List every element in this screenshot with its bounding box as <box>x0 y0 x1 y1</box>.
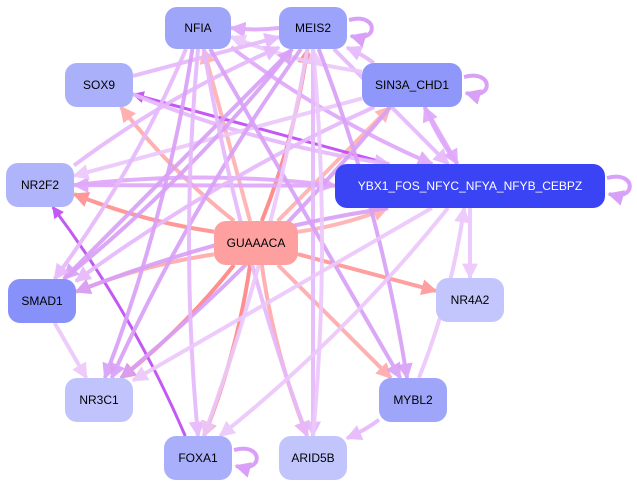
node-box <box>279 7 347 49</box>
node-nfia[interactable]: NFIA <box>165 7 231 49</box>
edge-ybx1-to-nr2f2 <box>72 177 336 194</box>
edge-nr2f2-to-meis2 <box>72 45 281 168</box>
node-arid5b[interactable]: ARID5B <box>279 436 347 480</box>
edge-guaaaca-to-mybl2 <box>276 263 393 380</box>
edge-meis2-to-smad1 <box>62 47 294 281</box>
node-sox9[interactable]: SOX9 <box>65 63 133 107</box>
node-box <box>279 436 347 480</box>
edge-smad1-to-meis2 <box>62 47 294 281</box>
edge-nfia-to-smad1 <box>52 48 188 281</box>
node-box <box>65 63 133 107</box>
node-meis2[interactable]: MEIS2 <box>279 7 347 49</box>
node-label: SIN3A_CHD1 <box>375 78 449 92</box>
edge-meis2-to-nfia <box>229 21 280 38</box>
edge-guaaaca-to-arid5b <box>259 264 310 438</box>
edge-mybl2-to-arid5b <box>345 418 381 441</box>
edge-smad1-to-nr3c1 <box>52 322 89 380</box>
edge-arid5b-to-meis2 <box>306 47 324 437</box>
edge-nfia-to-foxa1 <box>187 48 205 438</box>
node-sin3a_chd1[interactable]: SIN3A_CHD1 <box>362 63 462 107</box>
self-loop-meis2 <box>348 16 374 48</box>
edge-ybx1-to-sin3a_chd1 <box>422 105 459 166</box>
node-ybx1[interactable]: YBX1_FOS_NFYC_NFYA_NFYB_CEBPZ <box>335 164 605 208</box>
node-label: MEIS2 <box>295 21 331 35</box>
node-label: SMAD1 <box>21 294 63 308</box>
edge-sin3a_chd1-to-smad1 <box>74 105 376 283</box>
node-box <box>214 221 298 265</box>
node-label: NR2F2 <box>21 178 59 192</box>
node-label: ARID5B <box>291 451 334 465</box>
node-label: NR4A2 <box>451 293 490 307</box>
node-label: FOXA1 <box>178 451 218 465</box>
node-box <box>362 63 462 107</box>
node-label: MYBL2 <box>393 393 433 407</box>
node-label: GUAAACA <box>227 236 286 250</box>
node-box <box>65 378 133 422</box>
node-mybl2[interactable]: MYBL2 <box>379 378 447 422</box>
node-nr2f2[interactable]: NR2F2 <box>6 163 74 207</box>
edge-nfia-to-ybx1 <box>229 45 434 166</box>
edge-meis2-to-nr3c1 <box>109 47 303 380</box>
edge-nfia-to-nr3c1 <box>102 48 195 380</box>
node-nr4a2[interactable]: NR4A2 <box>436 278 504 322</box>
edge-ybx1-to-foxa1 <box>218 206 450 438</box>
edge-guaaaca-to-nr2f2 <box>72 192 215 234</box>
node-smad1[interactable]: SMAD1 <box>8 279 76 323</box>
node-box <box>8 279 76 323</box>
self-loop-sin3a_chd1 <box>463 73 489 105</box>
node-guaaaca[interactable]: GUAAACA <box>214 221 298 265</box>
edge-ybx1-to-nr3c1 <box>131 206 433 383</box>
self-loop-ybx1 <box>606 174 632 206</box>
self-loop-foxa1 <box>233 446 259 478</box>
node-label: NR3C1 <box>79 393 119 407</box>
node-box <box>379 378 447 422</box>
node-box <box>6 163 74 207</box>
node-box <box>436 278 504 322</box>
node-label: NFIA <box>184 21 211 35</box>
edge-nr2f2-to-ybx1 <box>73 175 337 192</box>
self-loop-layer <box>233 16 632 478</box>
node-box <box>164 436 232 480</box>
node-label: SOX9 <box>83 78 115 92</box>
edge-layer <box>51 21 478 441</box>
node-box <box>335 164 605 208</box>
edge-nfia-to-mybl2 <box>208 47 403 380</box>
node-box <box>165 7 231 49</box>
node-foxa1[interactable]: FOXA1 <box>164 436 232 480</box>
edge-sin3a_chd1-to-meis2 <box>345 45 375 65</box>
node-nr3c1[interactable]: NR3C1 <box>65 378 133 422</box>
node-label: YBX1_FOS_NFYC_NFYA_NFYB_CEBPZ <box>358 179 583 193</box>
